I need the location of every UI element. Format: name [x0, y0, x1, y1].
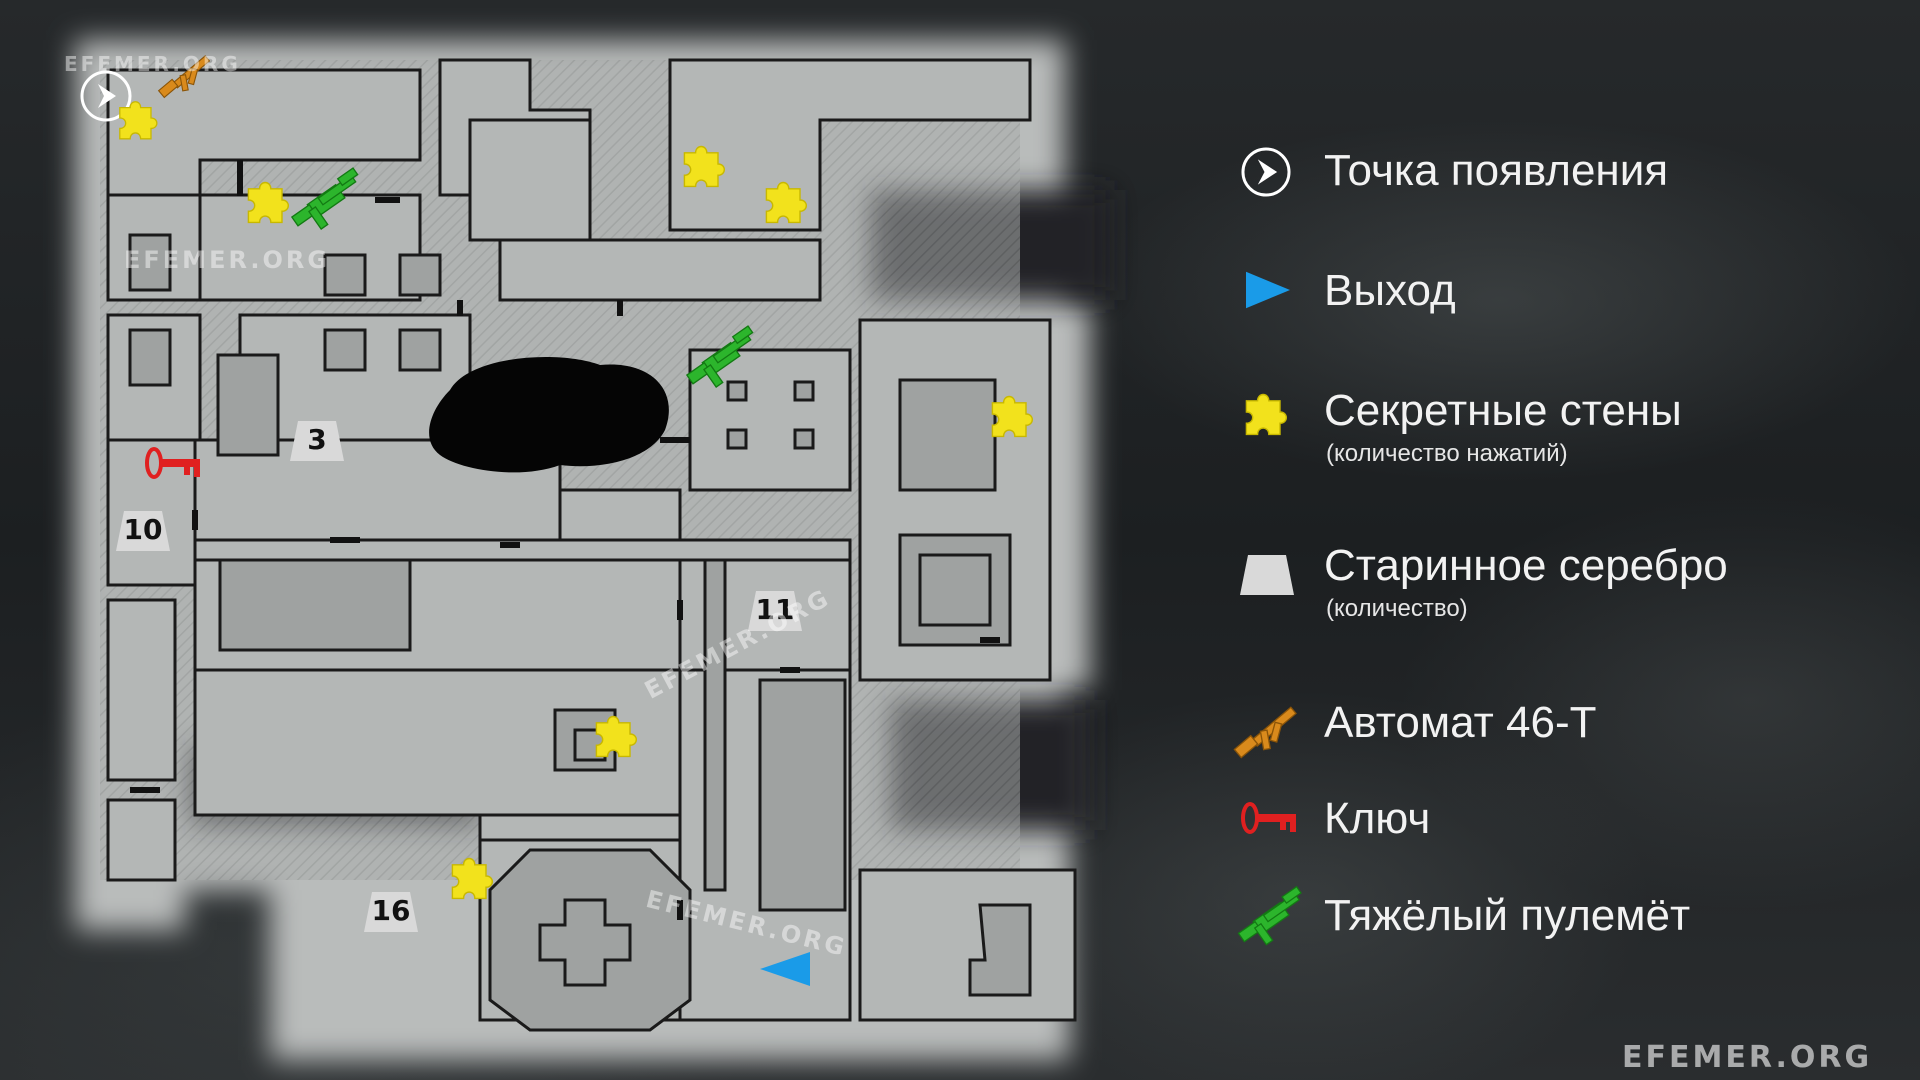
- silver-count-badge: 3: [290, 421, 344, 461]
- puzzle-piece-icon: [451, 857, 493, 900]
- silver-count-badge: 16: [364, 892, 418, 932]
- legend-key: Ключ: [1230, 788, 1890, 868]
- watermark: EFEMER.ORG: [124, 246, 331, 274]
- silver-ingot-icon: [290, 421, 344, 461]
- spawn-point-icon: [1241, 147, 1291, 197]
- legend-silver: Старинное серебро (количество): [1230, 535, 1890, 645]
- puzzle-piece-icon: [765, 181, 807, 224]
- puzzle-piece-icon: [683, 145, 725, 188]
- silver-ingot-icon: [1240, 555, 1294, 595]
- key-icon: [1241, 802, 1296, 834]
- silver-ingot-icon: [364, 892, 418, 932]
- legend-spawn: Точка появления: [1230, 140, 1890, 220]
- spawn-point-icon: [80, 70, 132, 122]
- heavy-machine-gun-icon: [1237, 885, 1302, 946]
- silver-ingot-icon: [116, 511, 170, 551]
- pit: [429, 357, 669, 473]
- legend-secret-walls: Секретные стены (количество нажатий): [1230, 380, 1890, 490]
- puzzle-piece-icon: [119, 101, 158, 140]
- key-icon: [145, 447, 200, 479]
- legend-rifle: Автомат 46-Т: [1230, 692, 1890, 772]
- silver-count-badge: 11: [748, 591, 802, 631]
- puzzle-piece-icon: [247, 181, 289, 224]
- puzzle-piece-icon: [1245, 393, 1287, 436]
- assault-rifle-icon: [1233, 706, 1297, 759]
- watermark: EFEMER.ORG: [64, 52, 241, 76]
- watermark: EFEMER.ORG: [1622, 1040, 1873, 1075]
- puzzle-piece-icon: [991, 395, 1034, 438]
- legend-mg: Тяжёлый пулемёт: [1230, 885, 1890, 965]
- exit-arrow-icon: [760, 952, 810, 986]
- legend-exit: Выход: [1230, 260, 1890, 340]
- map-icons: [80, 55, 1034, 986]
- exit-arrow-icon: [1246, 271, 1290, 309]
- puzzle-piece-icon: [595, 715, 637, 758]
- silver-count-badge: 10: [116, 511, 170, 551]
- silver-ingot-icon: [748, 591, 802, 631]
